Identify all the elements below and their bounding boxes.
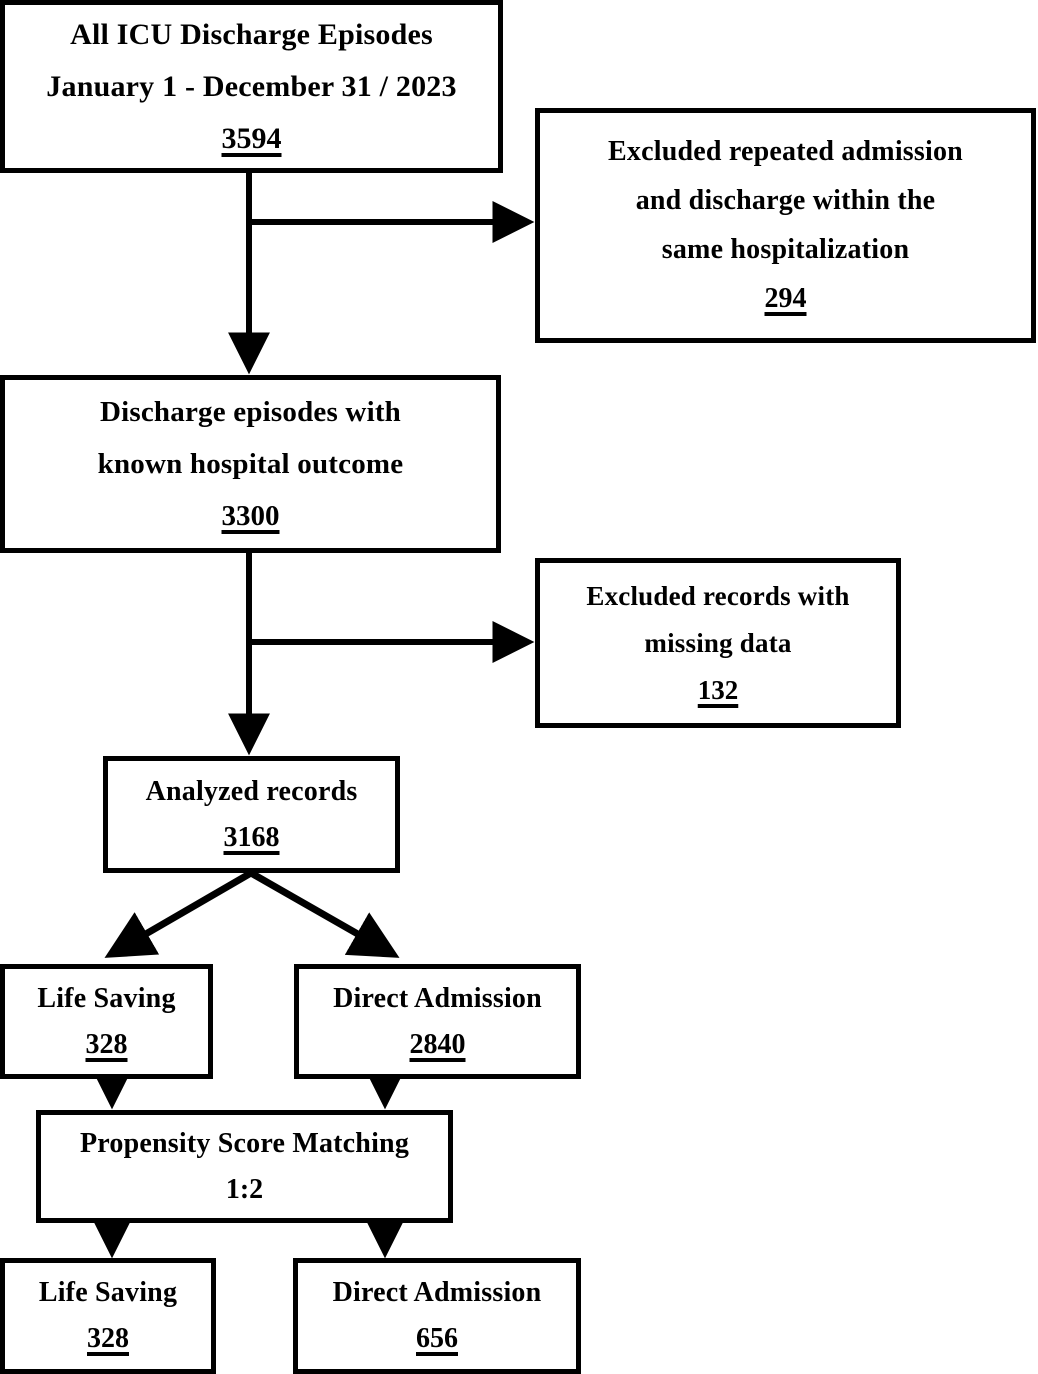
node-life-saving-postmatch: Life Saving 328 — [0, 1258, 216, 1374]
node-count: 656 — [416, 1323, 458, 1354]
node-excluded-repeated-admission: Excluded repeated admission and discharg… — [535, 108, 1036, 343]
node-label-line: Discharge episodes with — [99, 395, 402, 428]
node-discharge-episodes-known-outcome: Discharge episodes with known hospital o… — [0, 375, 501, 553]
node-label-line: Propensity Score Matching — [79, 1127, 410, 1159]
node-count: 328 — [85, 1028, 128, 1060]
node-label-line: Direct Admission — [332, 1277, 542, 1308]
node-propensity-score-matching: Propensity Score Matching 1:2 — [36, 1110, 453, 1223]
node-count: 1:2 — [225, 1173, 264, 1205]
node-count: 2840 — [409, 1028, 466, 1060]
node-all-icu-discharge: All ICU Discharge Episodes January 1 - D… — [0, 0, 503, 173]
node-count: 294 — [764, 283, 807, 314]
node-label-line: missing data — [644, 627, 792, 658]
node-direct-admission-prematch: Direct Admission 2840 — [294, 964, 581, 1079]
node-label-line: same hospitalization — [661, 234, 910, 265]
node-label-line: and discharge within the — [635, 185, 936, 216]
node-label-line: Life Saving — [38, 1277, 178, 1308]
node-label-line: Direct Admission — [333, 982, 542, 1014]
node-life-saving-prematch: Life Saving 328 — [0, 964, 213, 1079]
node-label-line: Excluded records with — [586, 580, 850, 611]
node-count: 132 — [697, 674, 739, 705]
node-label-line: Excluded repeated admission — [608, 136, 963, 167]
node-direct-admission-postmatch: Direct Admission 656 — [293, 1258, 581, 1374]
node-count: 328 — [87, 1323, 129, 1354]
node-label-line: known hospital outcome — [97, 447, 404, 480]
node-label-line: January 1 - December 31 / 2023 — [46, 69, 457, 103]
node-excluded-records-missing-data: Excluded records with missing data 132 — [535, 558, 901, 728]
node-count: 3594 — [221, 121, 282, 155]
node-label-line: Life Saving — [37, 982, 176, 1014]
node-count: 3300 — [221, 499, 280, 532]
node-analyzed-records: Analyzed records 3168 — [103, 756, 400, 873]
edge-analyzed-to-direct-admission — [249, 869, 400, 958]
edge-analyzed-to-life-saving — [104, 869, 253, 958]
node-label-line: All ICU Discharge Episodes — [70, 17, 433, 51]
node-label-line: Analyzed records — [145, 775, 358, 807]
node-count: 3168 — [223, 821, 280, 853]
